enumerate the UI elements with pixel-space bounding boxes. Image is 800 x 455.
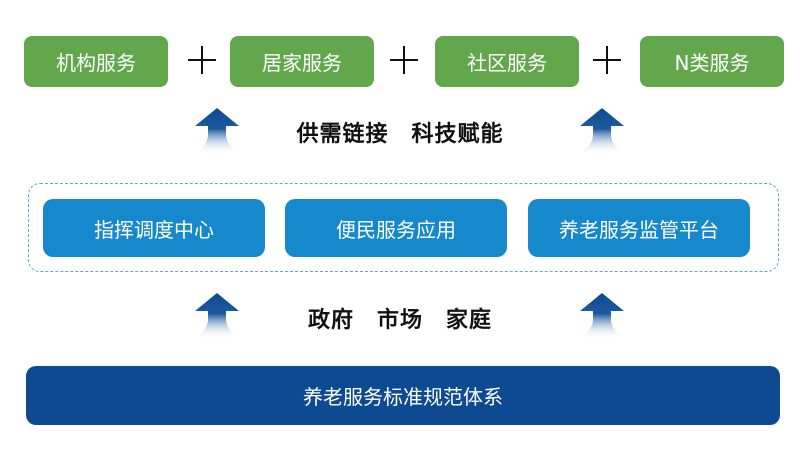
service-box-community: 社区服务	[435, 36, 579, 87]
foundation-bar: 养老服务标准规范体系	[26, 366, 780, 425]
platform-box-supervision-platform: 养老服务监管平台	[528, 199, 750, 257]
platform-label: 指挥调度中心	[94, 217, 214, 242]
service-box-institutional: 机构服务	[24, 36, 168, 87]
service-label: 社区服务	[467, 51, 547, 75]
platform-box-convenience-app: 便民服务应用	[285, 199, 507, 257]
foundation-label: 养老服务标准规范体系	[303, 385, 503, 409]
up-arrow-icon	[193, 108, 241, 154]
up-arrow-icon	[578, 293, 626, 339]
plus-icon	[388, 44, 420, 76]
plus-icon	[591, 44, 623, 76]
lower-caption: 政府 市场 家庭	[307, 308, 492, 333]
service-label: N类服务	[674, 51, 750, 75]
upper-caption: 供需链接 科技赋能	[296, 122, 504, 147]
platform-group-container	[28, 183, 779, 272]
plus-icon	[186, 44, 218, 76]
service-box-n-types: N类服务	[640, 36, 784, 87]
service-box-home: 居家服务	[230, 36, 374, 87]
service-label: 机构服务	[56, 51, 136, 75]
service-label: 居家服务	[262, 51, 342, 75]
up-arrow-icon	[578, 108, 626, 154]
platform-box-dispatch-center: 指挥调度中心	[43, 199, 265, 257]
up-arrow-icon	[193, 293, 241, 339]
platform-label: 便民服务应用	[336, 217, 456, 242]
platform-label: 养老服务监管平台	[559, 217, 719, 242]
